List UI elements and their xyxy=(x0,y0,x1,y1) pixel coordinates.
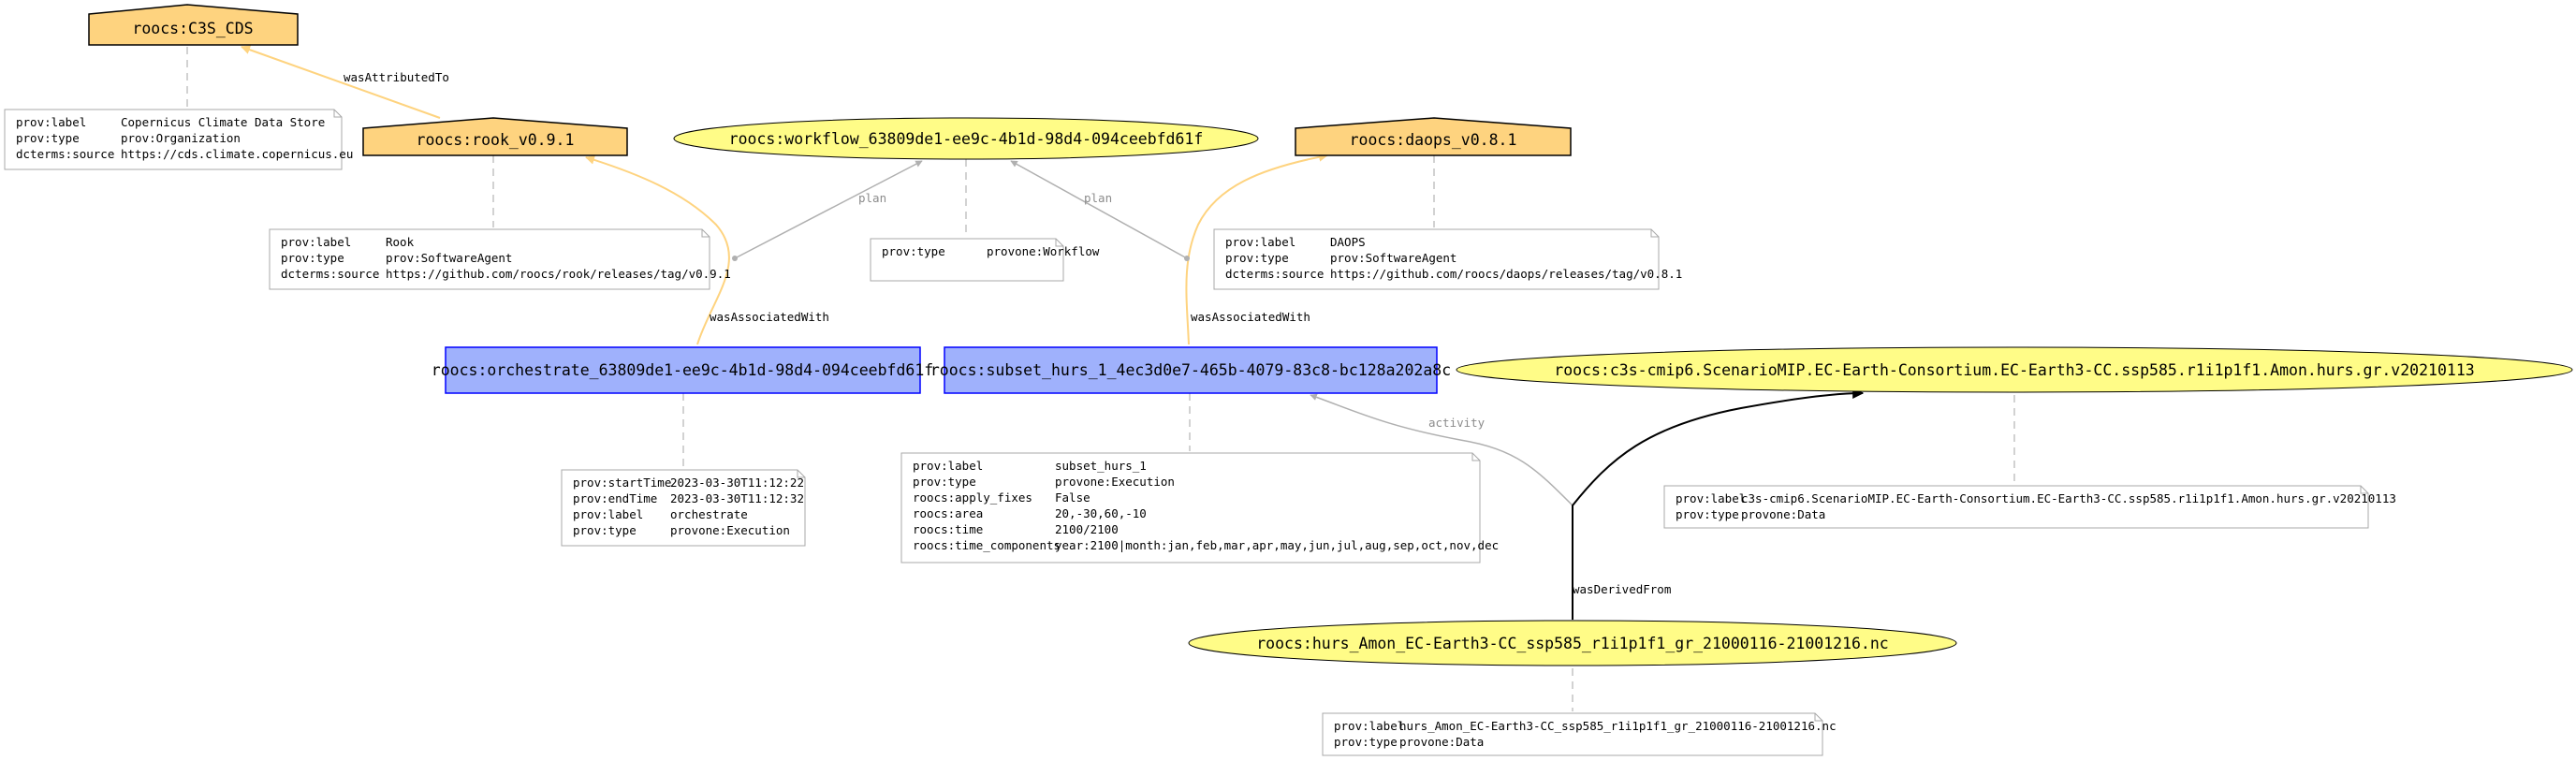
edge-label-wasattributedto: wasAttributedTo xyxy=(344,70,449,84)
note-value: prov:Organization xyxy=(121,131,241,145)
agent-label-rook: roocs:rook_v0.9.1 xyxy=(417,131,575,149)
note-value: 2023-03-30T11:12:32 xyxy=(670,491,804,505)
note-c3s-dataset: prov:labelc3s-cmip6.ScenarioMIP.EC-Earth… xyxy=(1663,485,2396,529)
entity-node-hurs-file[interactable]: roocs:hurs_Amon_EC-Earth3-CC_ssp585_r1i1… xyxy=(1188,620,1957,666)
edge-label-activity: activity xyxy=(1428,416,1486,430)
entity-label-c3s-dataset: roocs:c3s-cmip6.ScenarioMIP.EC-Earth-Con… xyxy=(1554,361,2474,379)
note-value: Copernicus Climate Data Store xyxy=(121,115,325,129)
edge-label-wasassociatedwith-right: wasAssociatedWith xyxy=(1191,310,1310,324)
note-value: 2100/2100 xyxy=(1055,522,1119,536)
note-value: orchestrate xyxy=(670,507,748,521)
agent-node-c3s-cds[interactable]: roocs:C3S_CDS xyxy=(88,4,299,46)
note-value: prov:SoftwareAgent xyxy=(1330,251,1456,265)
note-value: provone:Execution xyxy=(1055,475,1175,489)
edge-wasattributedto: wasAttributedTo xyxy=(241,45,449,119)
annotation-notes: prov:label Copernicus Climate Data Store p… xyxy=(4,109,2396,756)
note-key: prov:type xyxy=(573,523,637,537)
note-key: prov:label xyxy=(1676,491,1746,505)
agent-node-daops[interactable]: roocs:daops_v0.8.1 xyxy=(1295,117,1572,156)
edge-wasderivedfrom: wasDerivedFrom xyxy=(1572,388,1865,620)
edge-label-wasderivedfrom: wasDerivedFrom xyxy=(1573,582,1671,596)
activity-label-subset: roocs:subset_hurs_1_4ec3d0e7-465b-4079-8… xyxy=(930,361,1451,379)
note-key: prov:type xyxy=(882,244,945,258)
note-key: prov:type xyxy=(16,131,80,145)
note-value: provone:Execution xyxy=(670,523,790,537)
note-key: prov:label xyxy=(16,115,86,129)
note-key: dcterms:source xyxy=(16,147,114,161)
edge-label-plan-left: plan xyxy=(858,191,886,205)
annotation-links xyxy=(186,47,2015,711)
note-value: https://cds.climate.copernicus.eu xyxy=(121,147,353,161)
note-c3s-cds: prov:label Copernicus Climate Data Store p… xyxy=(4,109,353,170)
note-key: prov:type xyxy=(913,475,976,489)
agent-label-c3s-cds: roocs:C3S_CDS xyxy=(132,20,253,37)
note-workflow: prov:type provone:Workflow xyxy=(870,238,1100,282)
edge-wasassociatedwith-daops: wasAssociatedWith xyxy=(1185,152,1328,345)
note-key: dcterms:source xyxy=(1225,267,1324,281)
note-key: prov:label xyxy=(913,459,983,473)
note-value: 20,-30,60,-10 xyxy=(1055,506,1147,520)
note-value: year:2100|month:jan,feb,mar,apr,may,jun,… xyxy=(1055,538,1499,552)
activity-node-orchestrate[interactable]: roocs:orchestrate_63809de1-ee9c-4b1d-98d… xyxy=(432,346,933,394)
note-value: Rook xyxy=(386,235,415,249)
note-key: prov:label xyxy=(1225,235,1295,249)
note-key: prov:type xyxy=(1676,507,1739,521)
note-value: provone:Data xyxy=(1741,507,1825,521)
edge-label-plan-right: plan xyxy=(1084,191,1112,205)
activity-label-orchestrate: roocs:orchestrate_63809de1-ee9c-4b1d-98d… xyxy=(432,361,933,379)
note-value: DAOPS xyxy=(1330,235,1366,249)
note-value: subset_hurs_1 xyxy=(1055,459,1147,473)
note-hurs-file: prov:labelhurs_Amon_EC-Earth3-CC_ssp585_… xyxy=(1322,712,1837,756)
note-key: roocs:apply_fixes xyxy=(913,490,1032,505)
edge-label-wasassociatedwith-left: wasAssociatedWith xyxy=(710,310,829,324)
note-value: prov:SoftwareAgent xyxy=(386,251,512,265)
agent-node-rook[interactable]: roocs:rook_v0.9.1 xyxy=(362,117,628,156)
note-key: prov:type xyxy=(1225,251,1289,265)
note-value: 2023-03-30T11:12:22 xyxy=(670,476,804,490)
agent-label-daops: roocs:daops_v0.8.1 xyxy=(1350,131,1517,149)
note-value: hurs_Amon_EC-Earth3-CC_ssp585_r1i1p1f1_g… xyxy=(1399,719,1837,733)
note-key: prov:label xyxy=(1334,719,1404,733)
entity-label-hurs-file: roocs:hurs_Amon_EC-Earth3-CC_ssp585_r1i1… xyxy=(1256,635,1889,652)
edge-wasassociatedwith-rook: wasAssociatedWith xyxy=(585,154,829,345)
note-value: False xyxy=(1055,490,1090,505)
note-value: provone:Data xyxy=(1399,735,1484,749)
note-value: https://github.com/roocs/daops/releases/… xyxy=(1330,267,1682,281)
note-value: provone:Workflow xyxy=(987,244,1100,258)
edge-plan-left: plan xyxy=(732,160,923,261)
note-key: roocs:time_components xyxy=(913,538,1061,552)
note-subset: prov:label subset_hurs_1 prov:type provone:… xyxy=(900,452,1499,563)
edge-plan-right: plan xyxy=(1010,160,1190,261)
note-key: prov:startTime xyxy=(573,476,671,490)
entity-node-workflow[interactable]: roocs:workflow_63809de1-ee9c-4b1d-98d4-0… xyxy=(673,117,1259,160)
activity-node-subset[interactable]: roocs:subset_hurs_1_4ec3d0e7-465b-4079-8… xyxy=(930,346,1451,394)
note-value: c3s-cmip6.ScenarioMIP.EC-Earth-Consortiu… xyxy=(1741,491,2396,505)
note-key: roocs:time xyxy=(913,522,983,536)
note-rook: prov:label Rook prov:type prov:SoftwareAgen… xyxy=(269,228,731,290)
note-key: dcterms:source xyxy=(281,267,379,281)
entity-label-workflow: roocs:workflow_63809de1-ee9c-4b1d-98d4-0… xyxy=(729,130,1204,148)
note-key: prov:label xyxy=(281,235,351,249)
note-key: prov:type xyxy=(281,251,344,265)
note-key: prov:label xyxy=(573,507,643,521)
note-daops: prov:label DAOPS prov:type prov:SoftwareAge… xyxy=(1213,228,1682,290)
note-key: roocs:area xyxy=(913,506,983,520)
note-value: https://github.com/roocs/rook/releases/t… xyxy=(386,267,731,281)
note-key: prov:type xyxy=(1334,735,1398,749)
edge-activity: activity xyxy=(1310,393,1573,506)
entity-node-c3s-dataset[interactable]: roocs:c3s-cmip6.ScenarioMIP.EC-Earth-Con… xyxy=(1456,346,2573,393)
note-key: prov:endTime xyxy=(573,491,657,505)
